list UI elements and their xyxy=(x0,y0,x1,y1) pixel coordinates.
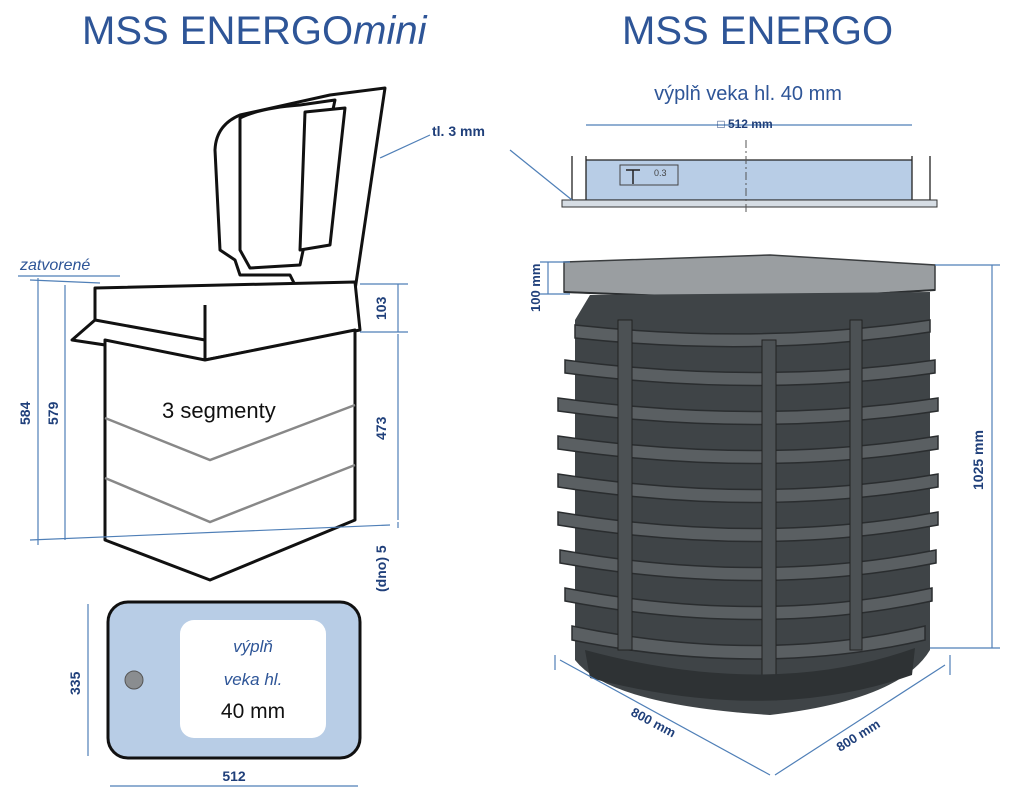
dim-line-800a xyxy=(559,659,771,776)
mini-rim-edge xyxy=(94,318,206,342)
lid-base-plate xyxy=(561,199,938,208)
dim-584: 584 xyxy=(17,401,33,425)
tank-strut xyxy=(761,339,777,701)
mini-thickness-leader xyxy=(379,134,431,159)
tank-rib xyxy=(557,397,939,426)
mini-fill-line2: veka hl. xyxy=(224,670,283,689)
tank-rib xyxy=(557,511,939,543)
dim-100: 100 mm xyxy=(528,264,543,312)
tank-rib xyxy=(557,435,939,465)
mini-drawing: 3 segmenty tl. 3 mm zatvorené 584 579 10… xyxy=(17,86,485,787)
dim-103: 103 xyxy=(373,296,389,320)
mini-body xyxy=(103,328,357,582)
tank-rib xyxy=(564,359,936,387)
dim-800a: 800 mm xyxy=(629,704,679,740)
mini-plan-inner xyxy=(180,620,326,738)
dim-line-800b xyxy=(774,664,946,776)
title-mini: MSS ENERGOmini xyxy=(82,9,428,53)
title-mini-prefix: MSS ENERGO xyxy=(82,9,353,53)
lid-detail-mark xyxy=(626,169,640,184)
mini-lid-panel xyxy=(298,106,347,252)
mini-segments-label: 3 segmenty xyxy=(162,398,276,423)
tank-rib xyxy=(559,549,937,582)
lid-detail-box xyxy=(619,164,679,186)
dim-800b: 800 mm xyxy=(834,716,883,754)
dim-ext-bottom xyxy=(29,524,391,541)
tank-strut xyxy=(849,319,863,651)
dim-335: 335 xyxy=(67,671,83,695)
dim-512: 512 xyxy=(222,768,246,784)
dim-ext-top xyxy=(29,279,101,284)
mini-plan-hole xyxy=(124,670,144,690)
title-energo: MSS ENERGO xyxy=(622,9,893,53)
mini-thickness-label: tl. 3 mm xyxy=(432,123,485,139)
energo-drawing: výplň veka hl. 40 mm □ 512 mm 0.3 xyxy=(509,83,1000,776)
mini-segment-line-1 xyxy=(104,403,356,462)
tank-strut xyxy=(617,319,633,651)
tank-rib xyxy=(564,587,933,621)
lid-leader xyxy=(509,149,573,201)
dim-1025: 1025 mm xyxy=(970,430,986,490)
tank-base xyxy=(585,648,915,701)
mini-fill-line3: 40 mm xyxy=(221,700,285,723)
mini-fill-line1: výplň xyxy=(233,637,273,656)
dim-473: 473 xyxy=(373,416,389,440)
tank-rib xyxy=(574,319,931,348)
energo-lid-fill-label: výplň veka hl. 40 mm xyxy=(654,83,842,105)
tank-ribs xyxy=(557,319,939,660)
lid-detail-label: 0.3 xyxy=(654,168,667,178)
mini-segment-line-2 xyxy=(104,463,356,524)
dim-dno: (dno) 5 xyxy=(373,545,389,592)
tank-rib xyxy=(557,473,939,504)
mini-state-label: zatvorené xyxy=(19,257,90,274)
lid-section-fill xyxy=(586,160,912,200)
dim-579: 579 xyxy=(45,401,61,425)
tank-rib xyxy=(571,625,926,660)
lid-width-label: □ 512 mm xyxy=(717,117,772,131)
title-mini-suffix: mini xyxy=(353,9,427,53)
